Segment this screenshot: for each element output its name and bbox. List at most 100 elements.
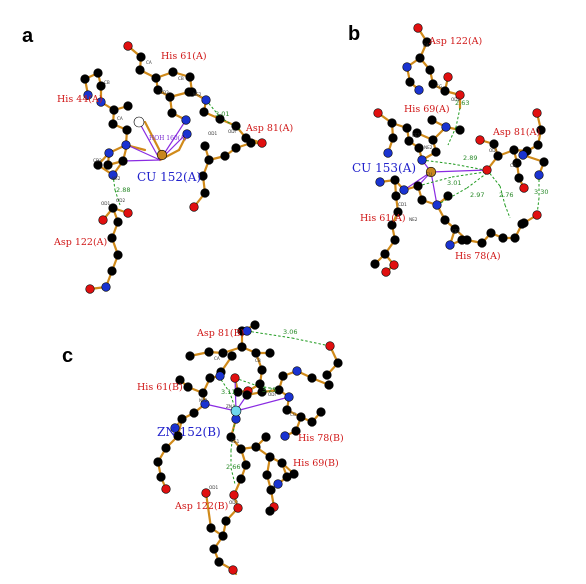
carbon-atom: [250, 320, 260, 330]
coordination-bond: [403, 171, 432, 191]
carbon-atom: [427, 115, 437, 125]
residue-label-asp81a: Asp 81(A): [245, 123, 293, 134]
carbon-atom: [220, 151, 230, 161]
carbon-atom: [477, 238, 487, 248]
carbon-atom: [242, 390, 252, 400]
water-oxygen: [133, 116, 145, 128]
atom-name-label: CD2: [93, 158, 102, 163]
carbon-atom: [80, 74, 90, 84]
carbon-atom: [93, 68, 103, 78]
carbon-atom: [215, 114, 225, 124]
carbon-atom: [404, 136, 414, 146]
hydrogen-bond: [219, 377, 231, 394]
nitrogen-atom: [242, 326, 252, 336]
carbon-atom: [413, 181, 423, 191]
coordination-bond: [122, 159, 161, 162]
carbon-atom: [457, 235, 467, 245]
carbon-atom: [262, 470, 272, 480]
hydrogen-bond: [291, 337, 331, 347]
atom-name-label: OD2: [229, 500, 239, 505]
carbon-atom: [533, 140, 543, 150]
coordination-bond: [138, 121, 161, 161]
oxygen-atom: [455, 90, 465, 100]
carbon-atom: [536, 125, 546, 135]
carbon-atom: [307, 373, 317, 383]
carbon-atom: [153, 457, 163, 467]
oxygen-atom: [532, 210, 542, 220]
residue-label-his61a: His 61(A): [360, 213, 406, 224]
carbon-atom: [514, 173, 524, 183]
oxygen-atom: [229, 490, 239, 500]
nitrogen-atom: [292, 366, 302, 376]
atom-name-label: OD2: [451, 97, 461, 102]
atom-name-label: NE2: [424, 145, 433, 150]
atom-name-label: CA: [214, 356, 220, 361]
hydrogen-bond: [486, 169, 501, 187]
copper-ion: [425, 166, 437, 178]
nitrogen-atom: [101, 282, 111, 292]
carbon-atom: [261, 432, 271, 442]
carbon-atom: [388, 133, 398, 143]
distance-label: 3.30: [534, 188, 548, 196]
oxygen-atom: [161, 484, 171, 494]
coordination-bond: [235, 396, 290, 412]
carbon-atom: [412, 128, 422, 138]
carbon-atom: [165, 92, 175, 102]
carbon-atom: [265, 348, 275, 358]
carbon-atom: [370, 259, 380, 269]
atom-name-label: CA: [423, 43, 429, 48]
hydrogen-bond: [421, 159, 454, 165]
panel-a-letter: a: [22, 25, 34, 47]
carbon-atom: [93, 160, 103, 170]
nitrogen-atom: [375, 177, 385, 187]
carbon-atom: [109, 105, 119, 115]
oxygen-atom: [443, 72, 453, 82]
oxygen-atom: [519, 183, 529, 193]
atom-name-label: CB: [510, 163, 516, 168]
atom-name-label: CA: [117, 116, 123, 121]
carbon-atom: [387, 118, 397, 128]
carbon-atom: [175, 375, 185, 385]
nitrogen-atom: [441, 122, 451, 132]
coordination-bond: [430, 171, 438, 206]
carbon-atom: [156, 472, 166, 482]
carbon-atom: [282, 472, 292, 482]
carbon-atom: [498, 233, 508, 243]
carbon-atom: [512, 158, 522, 168]
distance-label: 3.01: [447, 179, 461, 187]
oxygen-atom: [201, 488, 211, 498]
atom-name-label: CE1: [412, 133, 421, 138]
oxygen-atom: [123, 41, 133, 51]
carbon-atom: [113, 217, 123, 227]
hydrogen-bond: [436, 187, 468, 206]
nitrogen-atom: [534, 170, 544, 180]
carbon-atom: [415, 53, 425, 63]
covalent-bond: [143, 120, 164, 157]
carbon-atom: [221, 516, 231, 526]
carbon-atom: [307, 417, 317, 427]
distance-label: 3.01: [215, 110, 229, 118]
carbon-atom: [440, 215, 450, 225]
carbon-atom: [189, 408, 199, 418]
oxygen-atom: [189, 202, 199, 212]
hydrogen-bond: [455, 107, 461, 128]
residue-label-his61b: His 61(B): [137, 382, 183, 393]
nitrogen-atom: [273, 479, 283, 489]
carbon-atom: [510, 233, 520, 243]
oxygen-atom: [85, 284, 95, 294]
atom-name-label: CE1: [231, 439, 240, 444]
atom-name-label: ZN: [226, 404, 232, 409]
nitrogen-atom: [181, 115, 191, 125]
residue-label-asp122b: Asp 122(B): [174, 501, 228, 512]
carbon-atom: [200, 141, 210, 151]
carbon-atom: [113, 250, 123, 260]
oxygen-atom: [389, 260, 399, 270]
metal-label-zn152b: ZN 152(B): [157, 425, 221, 439]
hydrogen-bond: [451, 171, 486, 178]
oxygen-atom: [532, 108, 542, 118]
carbon-atom: [493, 151, 503, 161]
carbon-atom: [206, 523, 216, 533]
carbon-atom: [218, 531, 228, 541]
carbon-atom: [198, 171, 208, 181]
atom-name-label: OD1: [208, 131, 218, 136]
